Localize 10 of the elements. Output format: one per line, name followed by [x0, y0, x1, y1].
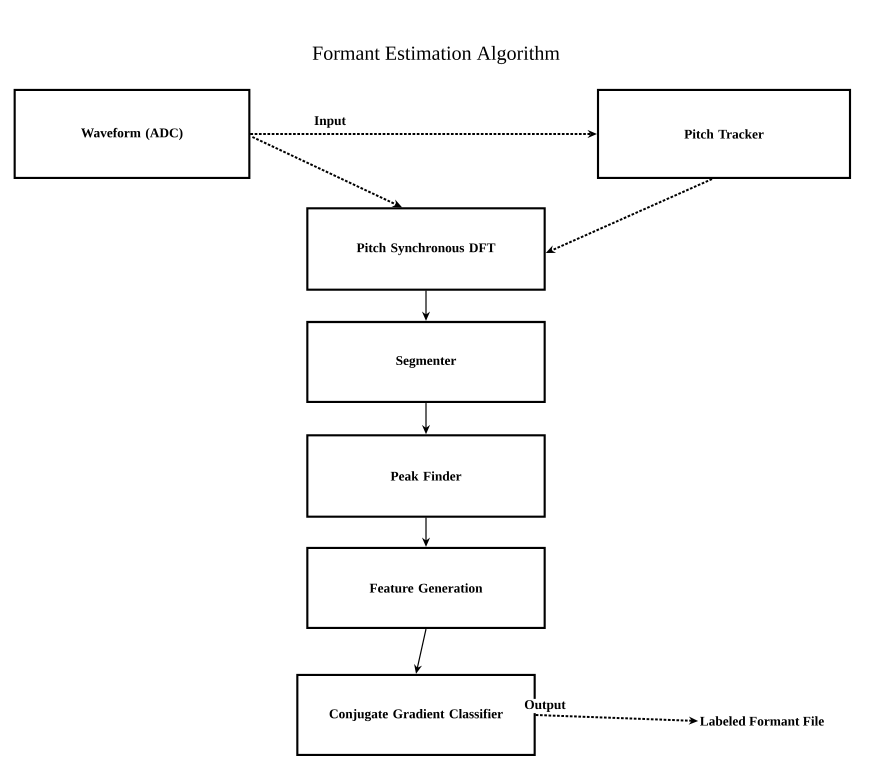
- edge-label: Input: [312, 114, 348, 130]
- process-box: Pitch Tracker: [596, 88, 852, 180]
- output-label: Labeled Formant File: [700, 716, 824, 726]
- process-box: Pitch Synchronous DFT: [306, 207, 546, 291]
- edge-label: Output: [522, 698, 568, 714]
- title: Formant Estimation Algorithm: [312, 46, 560, 64]
- process-box: Waveform (ADC): [14, 88, 250, 180]
- process-box: Peak Finder: [306, 434, 546, 518]
- process-box: Feature Generation: [306, 546, 546, 630]
- process-box: Segmenter: [306, 320, 546, 404]
